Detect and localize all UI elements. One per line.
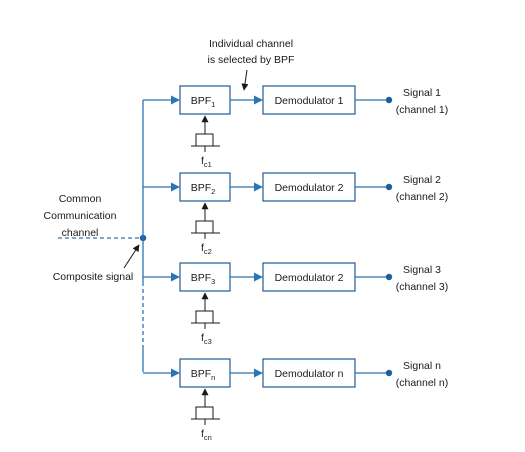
fc-sub: c1 [204,160,212,169]
filter-passband [195,406,214,419]
annotation-line-2: is selected by BPF [208,54,295,66]
annotation-arrow [241,69,249,91]
channel-row-1: BPF1 Demodulator 1 Signal 1 (channel 1) fc1 [143,85,449,169]
center-frequency-label: fcn [201,428,212,442]
signal-label: Signal 1 [403,87,441,99]
demodulator-block [262,358,356,388]
channel-row-2: BPF2 Demodulator 2 Signal 2 (channel 2) fc2 [143,172,449,256]
bpf-label-main: BPF [191,272,211,284]
bpf-block [179,262,231,292]
demodulator-label: Demodulator 2 [275,182,344,194]
bpf-label: BPFn [191,368,216,382]
fc-main: f [201,242,204,254]
bpf-label-sub: n [211,373,215,382]
center-frequency-label: fc1 [201,155,212,169]
bpf-block [179,172,231,202]
output-node [385,96,393,104]
bpf-block [179,358,231,388]
demodulator-block [262,172,356,202]
fc-main: f [201,332,204,344]
fc-sub: cn [204,433,212,442]
channel-row-3: BPF3 Demodulator 2 Signal 3 (channel 3) fc3 [143,262,449,346]
composite-signal-label: Composite signal [53,271,134,283]
channel-label: (channel 3) [396,281,449,293]
filter-passband [195,220,214,233]
annotation-individual-channel: Individual channel is selected by BPF [208,38,295,91]
output-node [385,369,393,377]
bpf-label: BPF2 [191,182,216,196]
output-node [385,273,393,281]
filter-passband [195,133,214,146]
center-frequency-label: fc2 [201,242,212,256]
common-line-2: Communication [44,210,117,222]
signal-label: Signal 3 [403,264,441,276]
demodulator-block [262,85,356,115]
output-node [385,183,393,191]
common-line-3: channel [62,227,99,239]
bpf-label-sub: 2 [211,187,215,196]
bpf-label-main: BPF [191,95,211,107]
channel-label: (channel n) [396,377,449,389]
bpf-label-main: BPF [191,182,211,194]
channel-label: (channel 2) [396,191,449,203]
channel-row-4: BPFn Demodulator n Signal n (channel n) fcn [143,358,449,442]
filter-passband [195,310,214,323]
fc-sub: c3 [204,337,212,346]
channel-label: (channel 1) [396,104,449,116]
fc-sub: c2 [204,247,212,256]
common-line-1: Common [59,193,102,205]
demodulator-block [262,262,356,292]
signal-label: Signal n [403,360,441,372]
common-channel-label: Common Communication channel [44,193,117,239]
fc-main: f [201,155,204,167]
fc-main: f [201,428,204,440]
bpf-label-sub: 1 [211,100,215,109]
bpf-label-sub: 3 [211,277,215,286]
signal-label: Signal 2 [403,174,441,186]
demodulator-label: Demodulator n [275,368,344,380]
composite-pointer-arrow [123,244,140,269]
bpf-label: BPF1 [191,95,216,109]
annotation-line-1: Individual channel [209,38,293,50]
demodulator-label: Demodulator 1 [275,95,344,107]
bpf-label-main: BPF [191,368,211,380]
center-frequency-label: fc3 [201,332,212,346]
demodulator-label: Demodulator 2 [275,272,344,284]
bpf-label: BPF3 [191,272,216,286]
